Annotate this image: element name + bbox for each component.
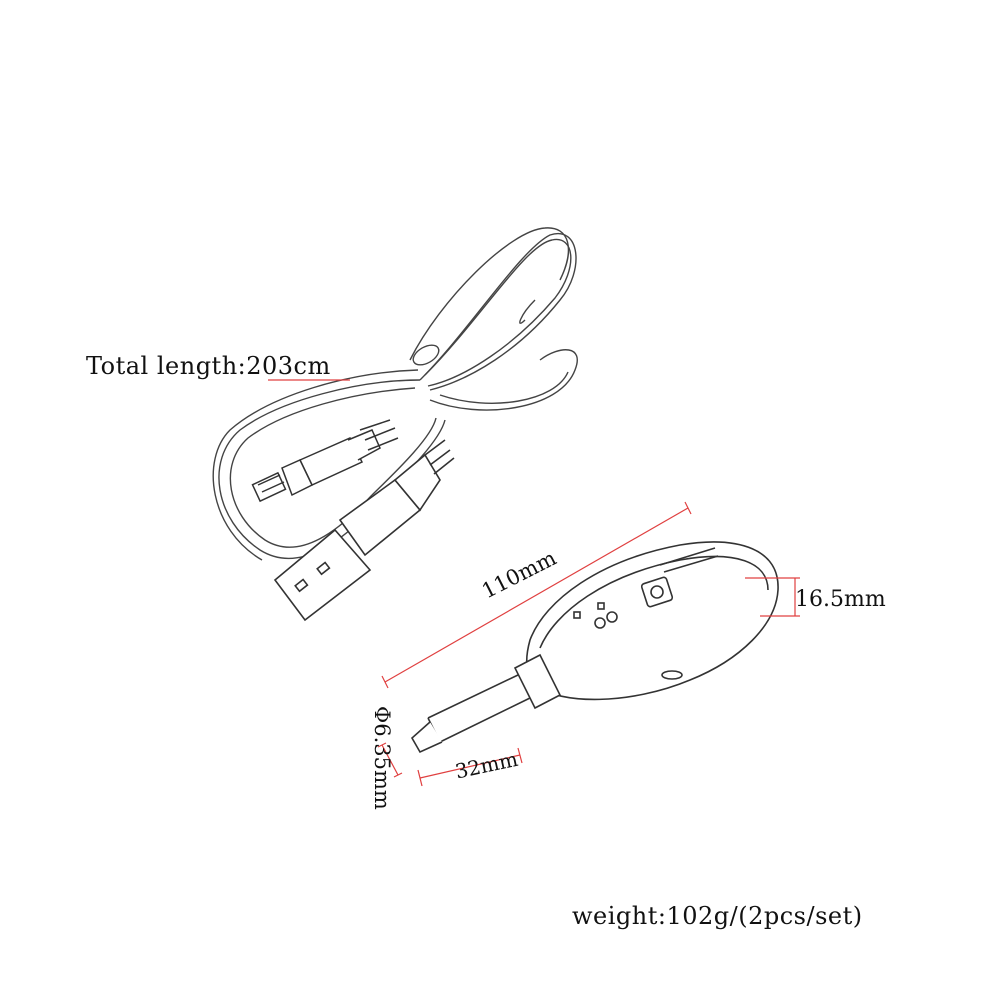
micro-usb-connector xyxy=(251,419,399,503)
height-label: 16.5mm xyxy=(795,587,886,612)
dimension-lines xyxy=(268,379,800,787)
diameter-dimension-line xyxy=(381,744,399,776)
usb-cable-illustration xyxy=(212,227,578,561)
length-dimension-line xyxy=(384,507,689,683)
wireless-transmitter-illustration xyxy=(410,541,779,754)
diameter-label: Φ6.35mm xyxy=(370,706,394,810)
usb-a-connector xyxy=(273,439,455,622)
total-length-label: Total length:203cm xyxy=(86,352,331,380)
plug-length-dimension-line xyxy=(419,754,521,779)
weight-label: weight:102g/(2pcs/set) xyxy=(572,902,863,930)
